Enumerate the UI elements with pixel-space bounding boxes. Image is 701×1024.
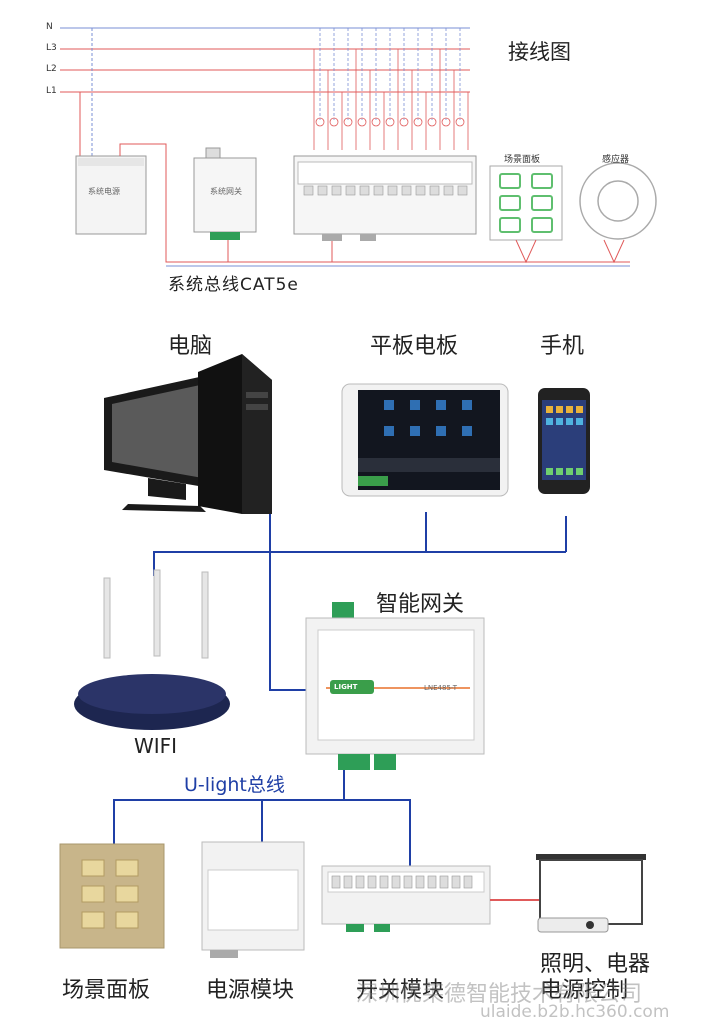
gateway-top-label: 系统网关 <box>210 187 242 196</box>
top-bus-wire <box>119 143 630 267</box>
sensor-label: 感应器 <box>602 155 630 165</box>
power-module-bottom <box>201 841 305 958</box>
line-label-l1: L1 <box>46 86 57 96</box>
u-light-bus-label: U-light总线 <box>184 774 285 796</box>
projector-screen <box>536 854 646 933</box>
wifi-router <box>74 569 230 730</box>
smart-gateway <box>305 602 485 770</box>
scene-panel-top-label: 场景面板 <box>504 155 541 165</box>
scene-panel-bottom-label: 场景面板 <box>62 978 151 1003</box>
system-power-supply <box>75 155 147 235</box>
gateway-model: LNE485-T <box>424 684 458 692</box>
u-light-bus-lines <box>113 770 411 866</box>
tablet-label: 平板电板 <box>370 334 459 359</box>
computer-label: 电脑 <box>168 334 213 359</box>
sensor <box>579 162 657 240</box>
watermark-url: ulaide.b2b.hc360.com <box>480 1002 670 1022</box>
line-label-l3: L3 <box>46 43 57 53</box>
wifi-label: WIFI <box>134 734 178 758</box>
power-module-label: 电源模块 <box>206 978 295 1003</box>
computer <box>104 354 272 514</box>
switch-module-bottom <box>321 865 540 932</box>
switch-module-top <box>293 155 477 241</box>
lighting-control-label: 照明、电器电源控制 <box>540 952 651 1003</box>
scene-panel-bottom <box>59 843 165 949</box>
wiring-title: 接线图 <box>508 40 571 64</box>
power-supply-label: 系统电源 <box>88 187 120 196</box>
system-gateway-top <box>193 147 257 240</box>
line-label-n: N <box>46 22 53 32</box>
switch-module-label: 开关模块 <box>356 978 445 1003</box>
network-lines <box>153 512 567 691</box>
gateway-brand: LIGHT <box>334 683 358 691</box>
bus-label-cat5e: 系统总线CAT5e <box>168 275 299 295</box>
gateway-label: 智能网关 <box>376 592 465 617</box>
scene-panel-top <box>489 165 563 241</box>
phone-label: 手机 <box>540 334 585 359</box>
tablet <box>341 383 509 497</box>
power-lines <box>60 27 470 160</box>
phone <box>538 388 590 494</box>
watermark-company: 深圳优莱德智能技术有限公司 <box>356 982 643 1007</box>
line-label-l2: L2 <box>46 64 57 74</box>
